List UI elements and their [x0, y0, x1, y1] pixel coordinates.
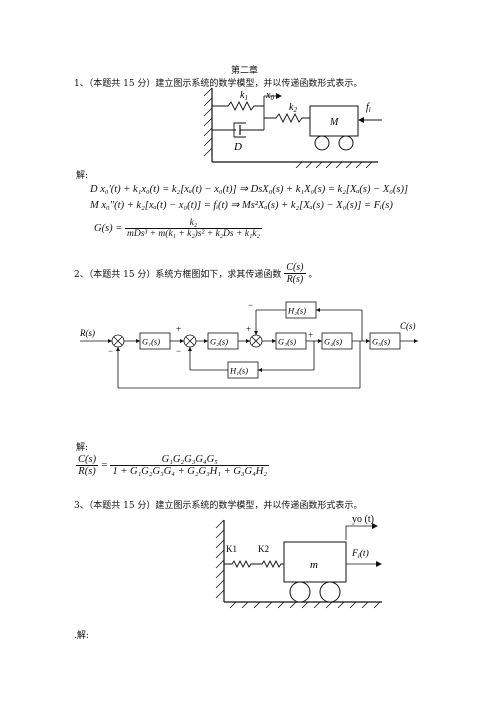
svg-text:fi: fi — [366, 102, 371, 114]
q2-answer-formula: C(s) R(s) = G₁G₂G₃G₄G₅ 1 + G₁G₂G₃G₄ + G₂… — [76, 454, 270, 477]
q3-answer-label: .解: — [74, 631, 89, 641]
svg-text:M: M — [329, 117, 339, 128]
svg-text:+: + — [308, 330, 313, 340]
block-g3: G₃(s) — [278, 337, 296, 347]
svg-text:x0: x0 — [265, 90, 274, 102]
block-g1: G₁(s) — [142, 337, 160, 347]
svg-text:+: + — [176, 324, 181, 334]
svg-text:yo (t): yo (t) — [352, 514, 374, 525]
block-g4: G₄(s) — [324, 337, 342, 347]
svg-text:m: m — [310, 559, 318, 571]
q3-mechanical-figure: K1 K2 m yo (t) Fi(t) — [215, 514, 382, 609]
q1-equation-1: D x₀'(t) + k₁x₀(t) = k₂[xₐ(t) − x₀(t)] ⇒… — [90, 184, 409, 195]
q1-answer-label: 解: — [76, 171, 89, 181]
svg-text:D: D — [233, 141, 242, 153]
q1-k1-label: k — [240, 90, 245, 101]
chapter-title: 第二章 — [231, 66, 259, 76]
q2-answer-label: 解: — [76, 443, 89, 453]
q1-prompt: 1、（本题共 15 分）建立图示系统的数学模型，并以传递函数形式表示。 — [74, 79, 363, 89]
svg-text:−: − — [248, 300, 253, 310]
svg-text:−: − — [176, 346, 181, 356]
input-label: R(s) — [80, 328, 95, 338]
output-label: C(s) — [400, 321, 416, 331]
q1-equation-2: M x₀''(t) + k₂[xₐ(t) − x₀(t)] = fᵢ(t) ⇒ … — [90, 200, 393, 211]
svg-text:+: + — [246, 324, 251, 334]
q3-k2-label: K2 — [258, 544, 269, 554]
q1-mechanical-figure: k1 x0 k2 fi D M — [203, 87, 382, 168]
q2-prompt: 2、（本题共 15 分）系统方框图如下，求其传递函数 C(s) R(s) 。 — [74, 262, 318, 285]
q3-k1-label: K1 — [226, 544, 237, 554]
block-h2: H₂(s) — [287, 306, 306, 316]
svg-text:k1: k1 — [240, 90, 248, 102]
svg-text:k2: k2 — [289, 102, 297, 114]
q1-transfer-function: G(s) = k₂ mDs³ + m(k₁ + k₂)s² + k₂Ds + k… — [94, 218, 262, 239]
q2-block-diagram: G₁(s) G₂(s) G₃(s) G₄(s) G₅(s) H₂(s) H₁(s… — [80, 300, 418, 389]
block-g5: G₅(s) — [372, 337, 390, 347]
block-g2: G₂(s) — [210, 337, 228, 347]
svg-text:−: − — [108, 346, 113, 356]
q3-prompt: 3、（本题共 15 分）建立图示系统的数学模型，并以传递函数形式表示。 — [74, 501, 363, 511]
block-h1: H₁(s) — [229, 366, 248, 376]
svg-text:Fi(t): Fi(t) — [351, 548, 369, 560]
